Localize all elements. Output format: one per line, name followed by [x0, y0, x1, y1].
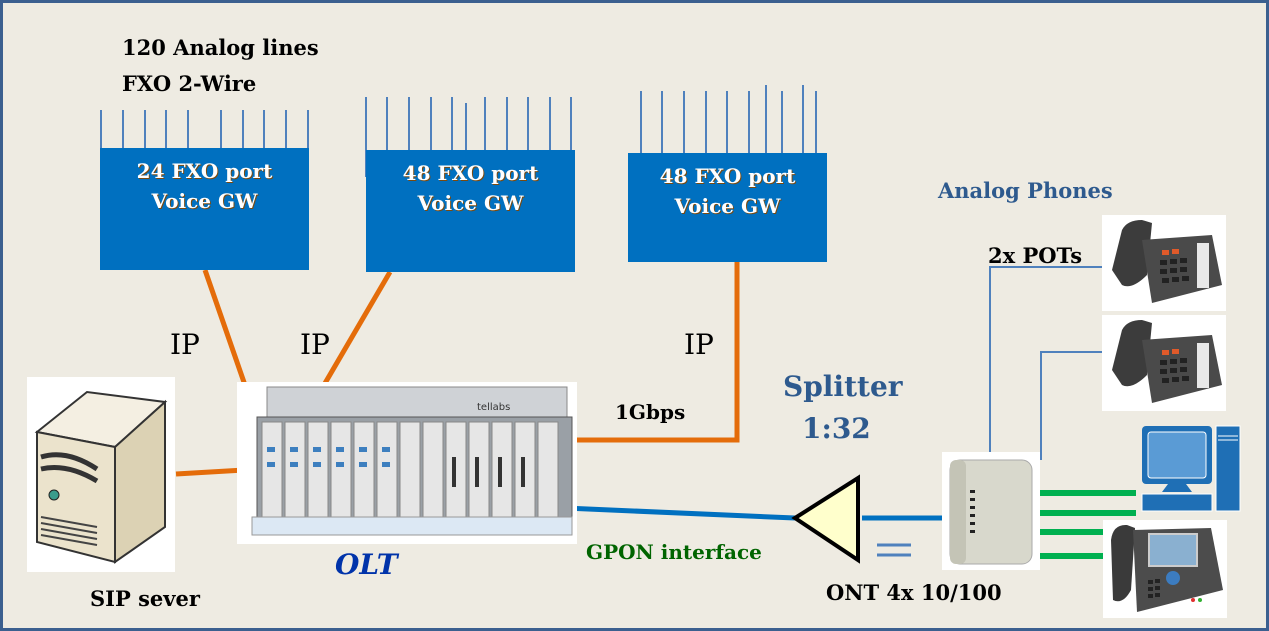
splitter-ratio-label: 1:32	[802, 412, 871, 445]
analog-phones-heading: Analog Phones	[938, 178, 1113, 203]
ont-device[interactable]	[942, 452, 1040, 570]
olt-chassis[interactable]: tellabs	[237, 382, 577, 544]
gw3-wires	[640, 85, 817, 153]
olt-brand-logo: tellabs	[477, 402, 510, 413]
analog-lines-label: 120 Analog lines	[122, 35, 319, 60]
pots-label: 2x POTs	[988, 243, 1083, 268]
desktop-computer-icon[interactable]	[1140, 424, 1242, 514]
gateway-port-label: 48 FXO port	[659, 164, 796, 188]
analog-phone-1[interactable]	[1102, 215, 1226, 311]
sip-server-label: SIP sever	[90, 586, 200, 611]
analog-phone-2[interactable]	[1102, 315, 1226, 411]
ip-label-3: IP	[684, 328, 714, 361]
olt-label: OLT	[335, 548, 398, 581]
uplink-speed-label: 1Gbps	[615, 400, 686, 424]
fxo-wire-label: FXO 2-Wire	[122, 71, 257, 96]
gateway-port-label: 24 FXO port	[136, 159, 273, 183]
gateway-type-label: Voice GW	[417, 191, 524, 215]
ip-phone[interactable]	[1103, 520, 1227, 618]
splitter-icon	[791, 474, 860, 564]
gpon-interface-label: GPON interface	[586, 540, 762, 564]
splitter-label: Splitter	[783, 370, 903, 403]
sip-server-icon[interactable]	[27, 377, 175, 572]
pots-line-1	[989, 266, 1143, 460]
voice-gateway-3[interactable]: 48 FXO port Voice GW	[628, 153, 827, 262]
gateway-port-label: 48 FXO port	[402, 161, 539, 185]
voice-gateway-1[interactable]: 24 FXO port Voice GW	[100, 148, 309, 270]
voice-gateway-2[interactable]: 48 FXO port Voice GW	[366, 150, 575, 272]
gateway-type-label: Voice GW	[151, 189, 258, 213]
ip-label-1: IP	[170, 328, 200, 361]
gateway-type-label: Voice GW	[674, 194, 781, 218]
ont-label: ONT 4x 10/100	[826, 580, 1002, 605]
ip-label-2: IP	[300, 328, 330, 361]
